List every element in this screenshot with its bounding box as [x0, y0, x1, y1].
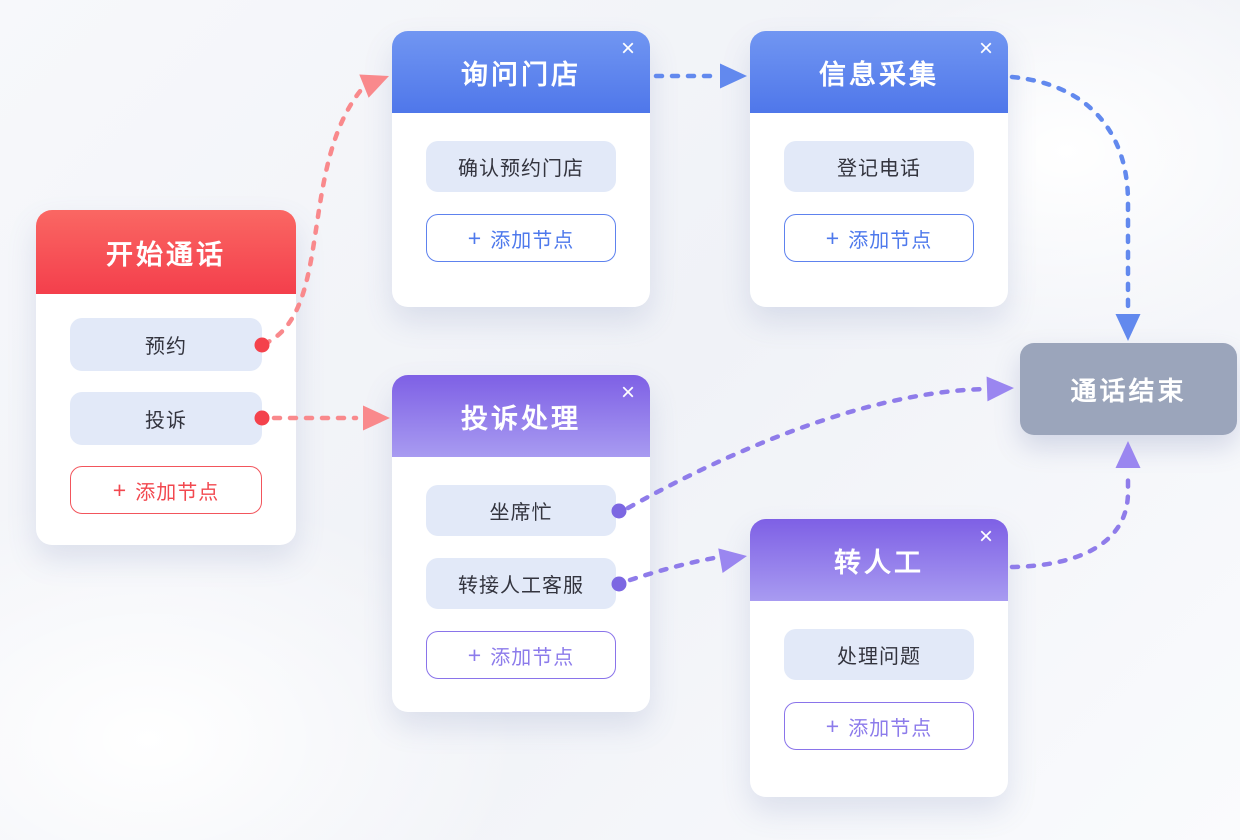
arrowhead	[718, 548, 747, 573]
node-body: 坐席忙 转接人工客服 + 添加节点	[392, 457, 650, 679]
close-icon[interactable]: ×	[620, 35, 635, 62]
add-node-button[interactable]: + 添加节点	[426, 631, 616, 679]
arrowhead	[363, 405, 390, 431]
node-title: 信息采集	[819, 59, 939, 90]
plus-icon: +	[112, 476, 128, 503]
node-info-collect[interactable]: 信息采集 × 登记电话 + 添加节点	[750, 31, 1008, 307]
add-node-button[interactable]: + 添加节点	[70, 466, 262, 514]
edge-agentbusy-to-end	[625, 386, 989, 511]
node-title: 投诉处理	[461, 403, 581, 434]
step-item-register-phone[interactable]: 登记电话	[784, 141, 974, 192]
node-start-call-header[interactable]: 开始通话	[36, 210, 296, 294]
arrowhead	[1115, 314, 1141, 341]
node-transfer-human[interactable]: 转人工 × 处理问题 + 添加节点	[750, 519, 1008, 797]
arrowhead	[1115, 441, 1141, 468]
add-node-label: 添加节点	[848, 229, 933, 252]
step-item-transfer-agent[interactable]: 转接人工客服	[426, 558, 616, 609]
add-node-button[interactable]: + 添加节点	[784, 214, 974, 262]
node-info-collect-header[interactable]: 信息采集 ×	[750, 31, 1008, 113]
intent-item-complaint[interactable]: 投诉	[70, 392, 262, 445]
close-icon[interactable]: ×	[978, 523, 993, 550]
edge-info-to-end	[1009, 74, 1131, 313]
node-start-call[interactable]: 开始通话 预约 投诉 + 添加节点	[36, 210, 296, 545]
plus-icon: +	[467, 641, 483, 668]
add-node-label: 添加节点	[490, 646, 575, 669]
add-node-label: 添加节点	[490, 229, 575, 252]
close-icon[interactable]: ×	[620, 379, 635, 406]
node-ask-store[interactable]: 询问门店 × 确认预约门店 + 添加节点	[392, 31, 650, 307]
node-body: 登记电话 + 添加节点	[750, 113, 1008, 262]
node-title: 询问门店	[461, 59, 581, 90]
step-item-handle-issue[interactable]: 处理问题	[784, 629, 974, 680]
node-complaint-handle-header[interactable]: 投诉处理 ×	[392, 375, 650, 457]
node-complaint-handle[interactable]: 投诉处理 × 坐席忙 转接人工客服 + 添加节点	[392, 375, 650, 712]
plus-icon: +	[825, 712, 841, 739]
add-node-button[interactable]: + 添加节点	[426, 214, 616, 262]
node-title: 转人工	[834, 547, 924, 578]
edge-transfer-to-end	[1009, 469, 1131, 570]
node-end-call[interactable]: 通话结束	[1020, 343, 1237, 435]
node-ask-store-header[interactable]: 询问门店 ×	[392, 31, 650, 113]
step-item-agent-busy[interactable]: 坐席忙	[426, 485, 616, 536]
intent-item-booking[interactable]: 预约	[70, 318, 262, 371]
node-title: 开始通话	[106, 239, 226, 270]
plus-icon: +	[467, 224, 483, 251]
step-item-confirm-store[interactable]: 确认预约门店	[426, 141, 616, 192]
node-body: 处理问题 + 添加节点	[750, 601, 1008, 750]
node-transfer-human-header[interactable]: 转人工 ×	[750, 519, 1008, 601]
add-node-label: 添加节点	[135, 481, 220, 504]
plus-icon: +	[825, 224, 841, 251]
add-node-label: 添加节点	[848, 717, 933, 740]
arrowhead	[720, 63, 747, 89]
add-node-button[interactable]: + 添加节点	[784, 702, 974, 750]
node-body: 预约 投诉 + 添加节点	[36, 294, 296, 514]
close-icon[interactable]: ×	[978, 35, 993, 62]
node-title: 通话结束	[1070, 375, 1187, 406]
arrowhead	[986, 376, 1014, 402]
arrowhead	[359, 74, 389, 98]
node-body: 确认预约门店 + 添加节点	[392, 113, 650, 262]
